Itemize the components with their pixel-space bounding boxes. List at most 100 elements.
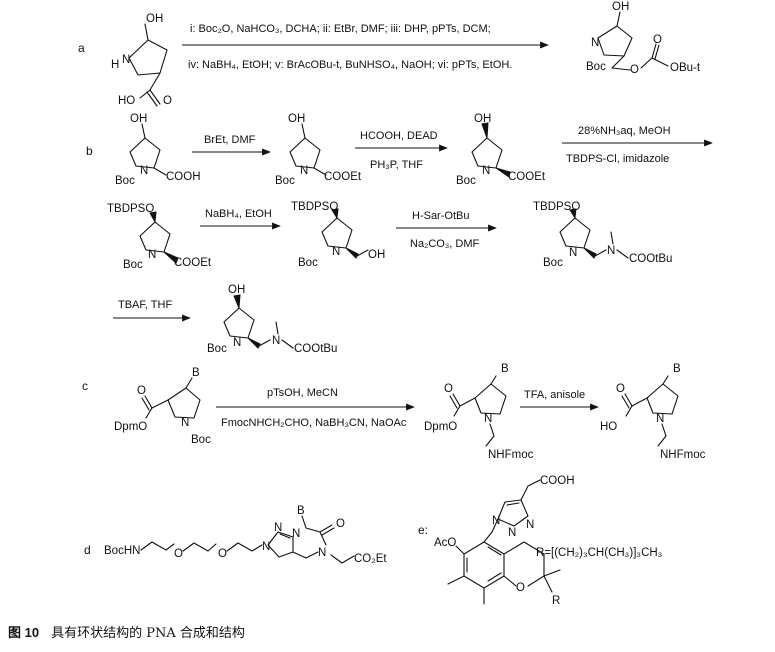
ether-o-label: O (174, 548, 183, 560)
panel-e: e: N N N COOH O R AcO R=[(CH₂)₃CH(CH₃)]₃… (418, 475, 663, 607)
pyran-ring (527, 575, 545, 587)
hydroxyl-label: OH (146, 13, 163, 25)
bond (258, 339, 271, 347)
amine-n-label: N (272, 335, 280, 347)
pyrrolidine-ring (646, 383, 679, 415)
hydroxyl-label: OH (368, 249, 385, 261)
triazole-ring (267, 531, 294, 558)
pyrrolidine-ring (289, 137, 321, 169)
ring-n-label: N (300, 165, 308, 177)
hydroxyl-label: HO (600, 421, 617, 433)
pyran-ring (503, 575, 517, 587)
synthesis-scheme: a OH H N O HO i: Boc₂O, NaHCO₃, DCHA; ii… (78, 1, 713, 607)
nh-h-label: H (111, 59, 119, 71)
bond (145, 407, 153, 419)
ester-label: COOtBu (294, 343, 337, 355)
acid-ho-label: HO (118, 95, 135, 107)
ring-n-label: N (484, 413, 492, 425)
benzene-ring (463, 541, 505, 589)
ethyl-ester: OH N Boc COOEt (275, 113, 362, 187)
silyl-ether-label: TBDPSO (107, 203, 154, 215)
acid-label: COOH (166, 171, 201, 183)
wedge-bond (247, 337, 261, 349)
step-reagent-top: H-Sar-OtBu (412, 210, 469, 222)
c-start-structure: B N Boc O DpmO (114, 367, 211, 446)
boc-hydroxyproline: OH N Boc COOH (115, 113, 201, 187)
panel-a: a OH H N O HO i: Boc₂O, NaHCO₃, DCHA; ii… (78, 1, 701, 107)
tbdps-sarcosine: TBDPSO N Boc N COOtBu (533, 201, 672, 269)
peg-chain (226, 542, 263, 552)
step-reagent-bottom: PH₃P, THF (370, 159, 423, 171)
carbonyl-bond (621, 393, 633, 409)
base-label: B (297, 505, 305, 517)
peg-chain (140, 541, 175, 551)
step-reagent: TFA, anisole (524, 389, 585, 401)
methyl-bond (610, 231, 614, 245)
acid-o-label: O (616, 383, 625, 395)
methylene-bond (483, 518, 499, 543)
ester-label: COOEt (174, 257, 212, 269)
bond (490, 375, 497, 385)
ring-n-label: N (181, 417, 189, 429)
bond (625, 405, 633, 417)
triazole-n-label: N (508, 527, 516, 539)
ring-n-label: N (332, 246, 340, 258)
bond (453, 405, 461, 417)
step-reagent: TBAF, THF (118, 299, 172, 311)
triazole-ring (497, 499, 529, 527)
boc-label: Boc (456, 175, 476, 187)
reagents-top: i: Boc₂O, NaHCO₃, DCHA; ii: EtBr, DMF; i… (190, 23, 491, 35)
methyl-bond (543, 569, 561, 577)
wedge-bond (481, 122, 489, 139)
bond (611, 67, 631, 71)
c-product-structure: B N O HO NHFmoc (600, 363, 706, 461)
boc-label: Boc (115, 175, 135, 187)
acyl-chain (301, 515, 327, 546)
ring-n-label: N (148, 249, 156, 261)
panel-label: c (82, 379, 88, 393)
ester-label: COOtBu (629, 253, 672, 265)
fmoc-amine-label: NHFmoc (488, 449, 534, 461)
wedge-bond (163, 251, 179, 264)
triazole-n-label: N (492, 515, 500, 527)
panel-label: d (84, 543, 91, 557)
figure-title: 具有环状结构的 PNA 合成和结构 (51, 626, 245, 641)
c-intermediate-structure: B N O DpmO NHFmoc (424, 363, 534, 461)
bond (144, 23, 149, 41)
bond (594, 249, 607, 257)
hydroxyl-label: OH (228, 284, 245, 296)
triazole-n-label: N (526, 519, 534, 531)
ring-n-label: N (140, 165, 148, 177)
ring-n-label: N (656, 413, 664, 425)
carbonyl-bond (449, 393, 461, 409)
pyrrolidine-ring (474, 383, 507, 415)
hydroxyl-label: OH (130, 113, 147, 125)
inverted-ester: OH N Boc COOEt (456, 113, 546, 187)
bond (330, 554, 355, 564)
bond (151, 399, 169, 409)
boc-label: Boc (586, 61, 606, 73)
bond (281, 339, 294, 349)
hydroxyproline-structure: OH H N O HO (111, 13, 172, 107)
hydroxyl-label: OH (474, 113, 491, 125)
ester-o-label: O (137, 385, 146, 397)
carbonyl-bond (141, 395, 153, 411)
bond (139, 89, 151, 99)
acetoxy-label: AcO (434, 537, 456, 549)
wedge-bond (583, 247, 597, 259)
bond (301, 123, 306, 139)
step-reagent-bottom: Na₂CO₃, DMF (410, 238, 480, 250)
bond (356, 249, 369, 257)
bond (141, 123, 146, 139)
triazole-n-label: N (292, 528, 300, 540)
bond (631, 397, 648, 407)
carbonyl-o-label: O (653, 34, 662, 46)
hydroxy-sarcosine: OH N Boc N COOtBu (207, 284, 337, 355)
bond (455, 545, 465, 555)
amide-n-label: N (318, 547, 326, 559)
pyrrolidine-ring (128, 39, 168, 76)
base-label: B (501, 363, 509, 375)
ester-label: OBu-t (670, 62, 701, 74)
acetic-acid-chain (520, 479, 541, 501)
wedge-bond (495, 167, 511, 178)
